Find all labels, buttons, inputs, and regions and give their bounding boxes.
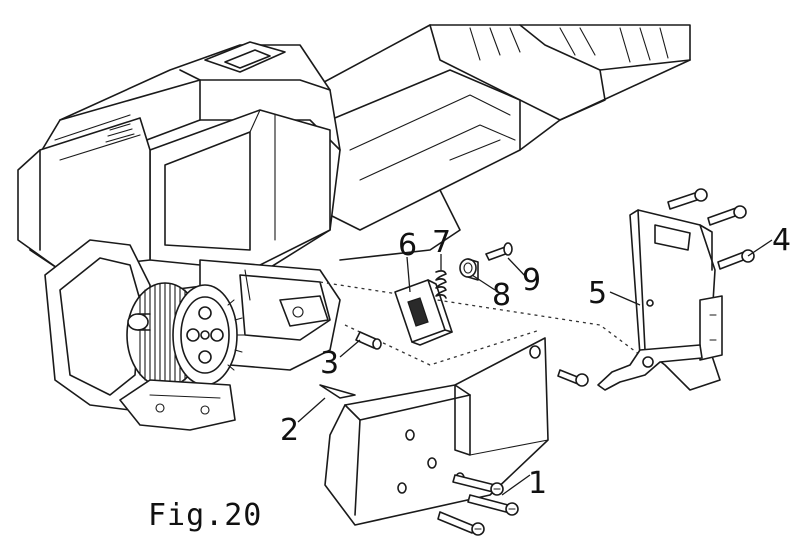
feed-wheel-assembly: [44, 239, 245, 431]
figure-caption: Fig.20: [148, 498, 262, 533]
callout-6: 6: [398, 228, 417, 263]
part-9-pin: [485, 242, 513, 261]
callout-7: 7: [432, 225, 451, 260]
part-3-dowel: [355, 331, 382, 350]
callout-1: 1: [528, 466, 547, 501]
callout-4: 4: [772, 223, 791, 258]
part-5-bracket: [597, 209, 723, 391]
part-7-spring: [435, 270, 447, 299]
part-2-side-cover: [319, 337, 549, 526]
callout-9: 9: [522, 263, 541, 298]
part-8-bushing: [459, 258, 479, 281]
callout-5: 5: [588, 276, 607, 311]
plate-screw: [557, 369, 589, 387]
callout-3: 3: [320, 346, 339, 381]
tool-body: [17, 24, 691, 371]
leader-lines: [297, 239, 773, 496]
part-6-latch-block: [394, 279, 453, 346]
part-1-screws: [437, 474, 519, 536]
callout-labels: 1 2 3 4 5 6 7 8 9: [280, 223, 791, 501]
callout-8: 8: [492, 278, 511, 313]
assembly-guide-lines: [319, 281, 641, 366]
callout-2: 2: [280, 413, 299, 448]
